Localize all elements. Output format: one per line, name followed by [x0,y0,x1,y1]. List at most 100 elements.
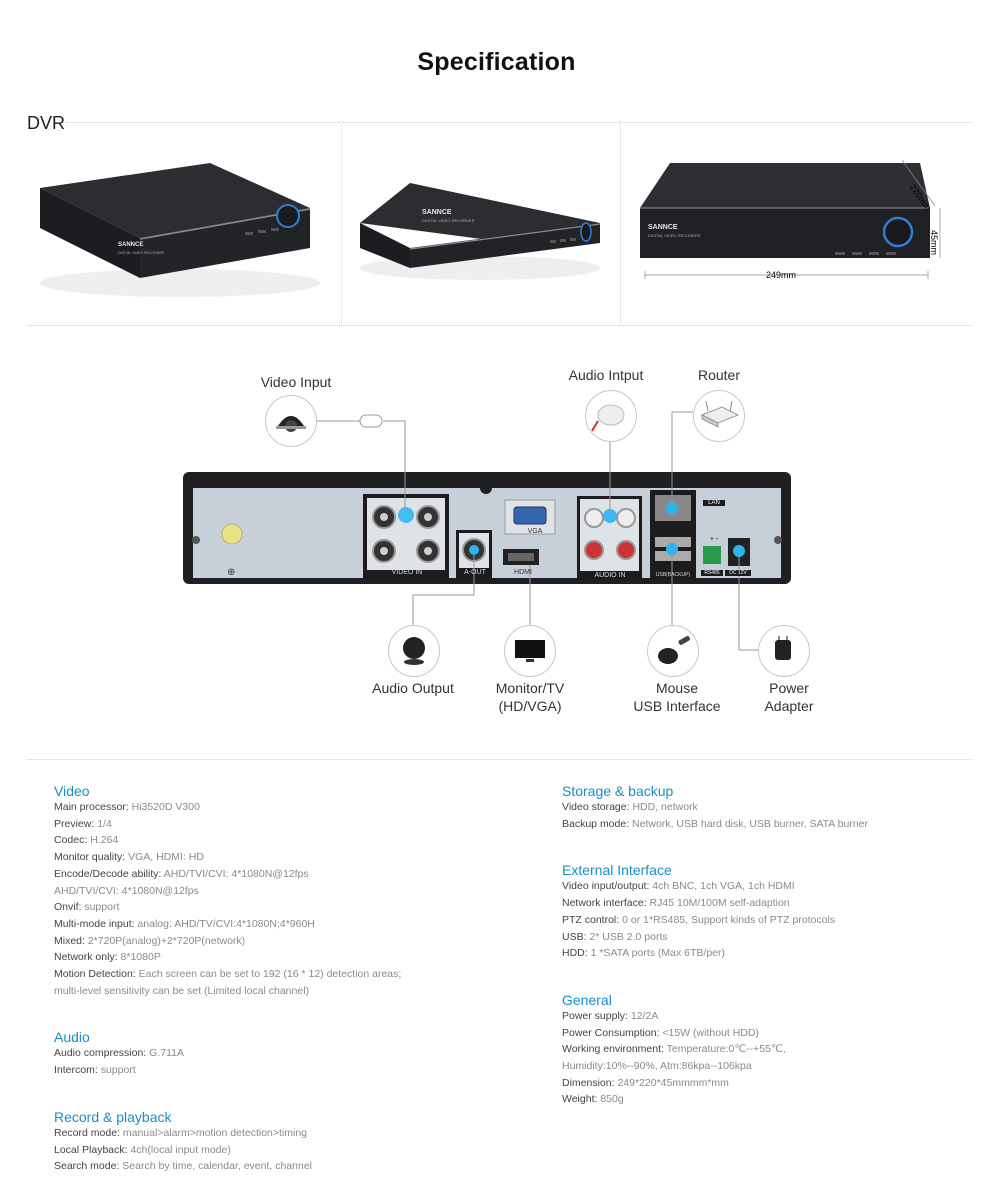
spec-value: 1 *SATA ports (Max 6TB/per) [590,947,725,960]
spec-key: HDD: [562,947,591,960]
spec-key: Video storage: [562,801,633,813]
spec-heading: Video [54,783,90,799]
spec-key: Motion Detection: [54,968,139,981]
brand-logo: SANNCE [422,209,452,216]
spec-heading: Storage & backup [562,783,674,799]
spec-line: Codec: H.264 [54,832,504,849]
dvr-photo-front-left: SANNCE DIGITAL VIDEO RECORDER [30,128,330,324]
spec-value: 1/4 [97,817,112,830]
divider [341,122,342,325]
panel-label-hdmi: HDMI [514,569,532,576]
spec-key: Intercom: [54,1064,101,1077]
spec-line: Humidity:10%--90%, Atm:86kpa--106kpa [562,1058,982,1075]
svg-text:DIGITAL VIDEO RECORDER: DIGITAL VIDEO RECORDER [118,251,165,255]
panel-label-rs485: RS485 [701,570,723,576]
spec-key: Dimension: [562,1076,618,1089]
spec-value: manual>alarm>motion detection>timing [122,1126,308,1139]
spec-key: Backup mode: [562,817,633,830]
dvr-photo-dimensions: SANNCE DIGITAL VIDEO RECORDER 220mm 45mm… [630,128,970,324]
spec-line: USB: 2* USB 2.0 ports [562,929,982,946]
spec-value: 4ch BNC, 1ch VGA, 1ch HDMI [652,880,795,893]
spec-line: Backup mode: Network, USB hard disk, USB… [562,816,982,833]
dvr-section-label: DVR [27,113,66,133]
spec-value: VGA, HDMI: HD [128,851,204,864]
spec-line: Monitor quality: VGA, HDMI: HD [54,849,504,866]
spec-key: Power Consumption: [562,1026,663,1039]
spec-key: Network interface: [562,897,650,910]
spec-line: AHD/TVI/CVI: 4*1080N@12fps [54,883,504,900]
router-icon [693,390,745,442]
spec-heading: General [562,991,612,1008]
spec-line: Motion Detection: Each screen can be set… [54,966,504,983]
label-audio-input: Audio Intput [568,367,644,383]
spec-section-storage: Storage & backup Video storage: HDD, net… [562,783,982,832]
spec-value: Search by time, calendar, event, channel [122,1160,312,1173]
spec-line: Main processor: Hi3520D V300 [54,799,504,816]
spec-line: Video input/output: 4ch BNC, 1ch VGA, 1c… [562,878,982,895]
spec-key: Video input/output: [562,880,653,893]
spec-line: Power supply: 12/2A [562,1008,982,1025]
svg-text:⊕: ⊕ [227,567,235,578]
spec-value: Temperature:0℃--+55℃, [666,1043,786,1056]
spec-value: 0 or 1*RS485, Support kinds of PTZ proto… [622,913,836,926]
spec-heading: External Interface [562,862,672,879]
spec-line: Multi-mode input: analog: AHD/TV/CVI:4*1… [54,916,504,933]
spec-line: PTZ control: 0 or 1*RS485, Support kinds… [562,912,982,929]
spec-value: 4ch(local input mode) [130,1143,231,1156]
spec-line: Search mode: Search by time, calendar, e… [54,1158,504,1175]
spec-line: Preview: 1/4 [54,816,504,833]
brand-logo: SANNCE [648,224,678,231]
spec-value: 8*1080P [120,951,161,964]
brand-logo: SANNCE [118,242,143,248]
panel-label-lan: LAN [703,500,725,506]
panel-label-audio-in: AUDIO IN [594,572,626,579]
spec-line: Audio compression: G.711A [54,1045,504,1062]
spec-value: H.264 [90,834,119,847]
spec-line: Working environment: Temperature:0℃--+55… [562,1041,982,1058]
divider [27,325,972,326]
spec-key: Onvif: [54,901,85,914]
spec-value: RJ45 10M/100M self-adaption [649,897,790,910]
spec-value: AHD/TVI/CVI: 4*1080N@12fps [54,884,199,897]
panel-label-vga: VGA [527,528,543,535]
page-title: Specification [417,48,576,76]
spec-key: Network only: [54,951,121,964]
spec-value: Hi3520D V300 [131,801,200,813]
spec-line: Network interface: RJ45 10M/100M self-ad… [562,895,982,912]
spec-line: Mixed: 2*720P(analog)+2*720P(network) [54,933,504,950]
spec-value: <15W (without HDD) [662,1026,759,1039]
spec-heading: Record & playback [54,1108,172,1125]
label-audio-output: Audio Output [372,680,454,696]
panel-label-polarity: + - [709,536,719,543]
spec-value: analog: AHD/TV/CVI:4*1080N;4*960H [137,917,315,930]
spec-key: PTZ control: [562,913,623,926]
spec-value: 850g [600,1093,624,1106]
spec-key: Local Playback: [54,1143,131,1156]
spec-key: Preview: [54,817,98,830]
label-router: Router [697,367,741,383]
spec-value: G.711A [149,1047,184,1060]
spec-key: Multi-mode input: [54,917,138,930]
spec-value: multi-level sensitivity can be set (Limi… [54,984,310,997]
panel-label-usb: USB(BACKUP) [655,572,691,578]
spec-line: Intercom: support [54,1062,504,1079]
spec-value: Each screen can be set to 192 (16 * 12) … [138,968,402,981]
panel-label-a-out: A-OUT [464,569,486,576]
spec-value: HDD, network [632,801,698,813]
spec-line: Record mode: manual>alarm>motion detecti… [54,1125,504,1142]
spec-line: Video storage: HDD, network [562,799,982,816]
mouse-icon [647,625,699,677]
camera-icon [265,395,317,447]
spec-key: Encode/Decode ability: [54,867,164,880]
spec-key: Record mode: [54,1126,123,1139]
spec-key: Power supply: [562,1009,631,1022]
spec-line: HDD: 1 *SATA ports (Max 6TB/per) [562,945,982,962]
microphone-icon [585,390,637,442]
spec-line: Weight: 850g [562,1091,982,1108]
spec-section-external: External Interface Video input/output: 4… [562,862,982,962]
dimension-height: 45mm [929,230,939,255]
spec-value: Humidity:10%--90%, Atm:86kpa--106kpa [562,1060,752,1073]
